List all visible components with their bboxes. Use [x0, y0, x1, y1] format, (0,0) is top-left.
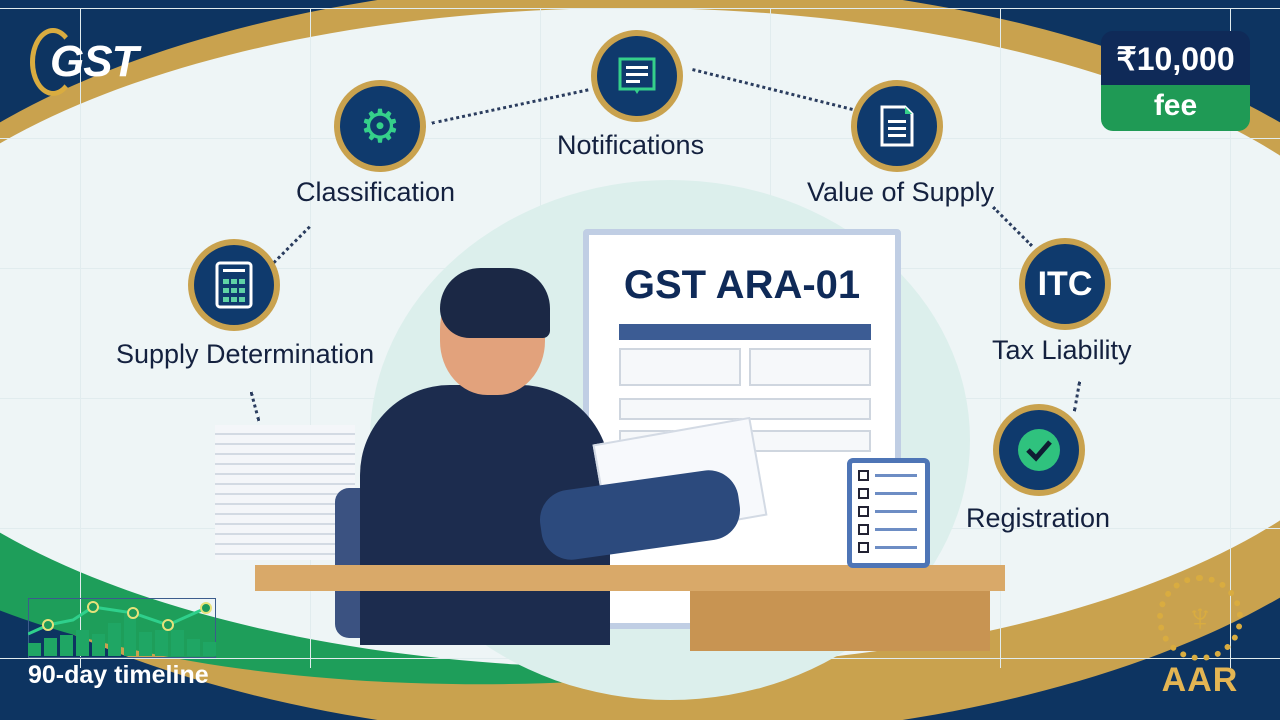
timeline-bar — [203, 641, 217, 656]
node-tax-liability: ITC — [1019, 238, 1111, 330]
fee-amount: ₹10,000 — [1101, 31, 1250, 85]
timeline-bar — [171, 629, 185, 656]
fee-badge: ₹10,000 fee — [1101, 31, 1250, 131]
aar-emblem: ♆ AAR — [1150, 575, 1250, 700]
topic-label-classification: Classification — [296, 177, 456, 207]
wreath-icon — [30, 28, 76, 96]
logo-text: GST — [50, 37, 138, 86]
node-registration — [993, 404, 1085, 496]
timeline-bar — [155, 629, 169, 656]
timeline-bar — [123, 614, 137, 656]
form-title: GST ARA-01 — [623, 263, 861, 307]
fee-label: fee — [1101, 85, 1250, 131]
node-classification: ⚙ — [334, 80, 426, 172]
node-supply-determination — [188, 239, 280, 331]
form-header-bar — [619, 324, 871, 340]
timeline-bar — [187, 639, 201, 656]
form-field — [749, 348, 871, 386]
itc-icon: ITC — [1025, 244, 1105, 324]
timeline-caption: 90-day timeline — [28, 661, 209, 689]
node-value-of-supply — [851, 80, 943, 172]
timeline-bar — [139, 631, 153, 656]
timeline-widget: 90-day timeline — [28, 598, 217, 689]
topic-label-supply-determination: Supply Determination — [116, 339, 375, 369]
document-icon — [857, 86, 937, 166]
timeline-bar — [91, 634, 105, 656]
calculator-icon — [194, 245, 274, 325]
gear-icon: ⚙ — [340, 86, 420, 166]
aar-text: AAR — [1161, 661, 1239, 699]
topic-label-notifications: Notifications — [557, 130, 705, 160]
desk — [255, 565, 1005, 591]
chart-frame — [28, 598, 216, 658]
paper-stack — [215, 425, 355, 560]
emblem-seal-icon: ♆ — [1157, 575, 1243, 661]
topic-label-tax-liability: Tax Liability — [992, 335, 1132, 365]
timeline-bars — [28, 598, 217, 656]
timeline-bar — [43, 638, 57, 656]
timeline-bar — [107, 623, 121, 656]
form-field — [619, 348, 741, 386]
trend-line-icon — [28, 601, 212, 636]
clipboard-checklist-icon — [847, 458, 930, 568]
timeline-bar — [59, 635, 73, 656]
person-hair — [440, 268, 550, 338]
desk-front — [690, 591, 990, 651]
topic-label-value-of-supply: Value of Supply — [807, 177, 995, 207]
checkmark-icon — [999, 410, 1079, 490]
topic-label-registration: Registration — [966, 503, 1111, 533]
node-notifications — [591, 30, 683, 122]
timeline-bar — [75, 629, 89, 656]
notice-icon — [597, 36, 677, 116]
gst-logo: GST — [30, 28, 138, 96]
timeline-bar — [28, 643, 41, 656]
